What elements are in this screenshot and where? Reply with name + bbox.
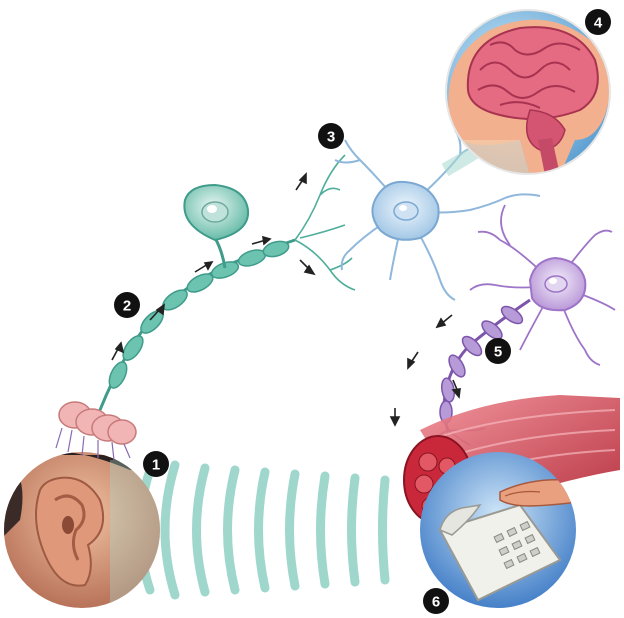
step-badge-6: 6 <box>423 588 449 614</box>
step-badge-1: 1 <box>143 451 169 477</box>
arrow-icon <box>300 260 314 274</box>
sound-wave-7 <box>321 476 326 584</box>
sound-wave-2 <box>165 465 175 595</box>
step-badge-3-label: 3 <box>327 129 335 146</box>
arrow-icon <box>252 237 270 244</box>
arrow-icon <box>391 408 399 425</box>
arrow-icon <box>437 315 452 327</box>
brain-image <box>446 10 610 175</box>
sound-wave-4 <box>228 470 236 590</box>
sound-wave-9 <box>383 480 386 580</box>
arrow-icon <box>296 174 306 190</box>
step-badge-6-label: 6 <box>432 594 440 611</box>
step-badge-5: 5 <box>485 338 511 364</box>
step-badge-4-label: 4 <box>594 15 603 32</box>
hair-cell-receptors <box>56 402 136 460</box>
arrow-icon <box>408 352 418 368</box>
step-badge-4: 4 <box>585 9 611 35</box>
arrow-icon <box>195 262 212 272</box>
arrow-icon <box>112 343 123 360</box>
step-badge-3: 3 <box>318 123 344 149</box>
sound-wave-3 <box>197 468 206 592</box>
sound-wave-6 <box>290 474 296 586</box>
step-badge-5-label: 5 <box>494 344 502 361</box>
step-badge-1-label: 1 <box>152 457 160 474</box>
sound-wave-8 <box>352 478 356 582</box>
sound-wave-5 <box>259 472 266 588</box>
sound-waves <box>140 465 385 595</box>
step-badge-2-label: 2 <box>123 298 131 315</box>
step-badge-2: 2 <box>114 292 140 318</box>
